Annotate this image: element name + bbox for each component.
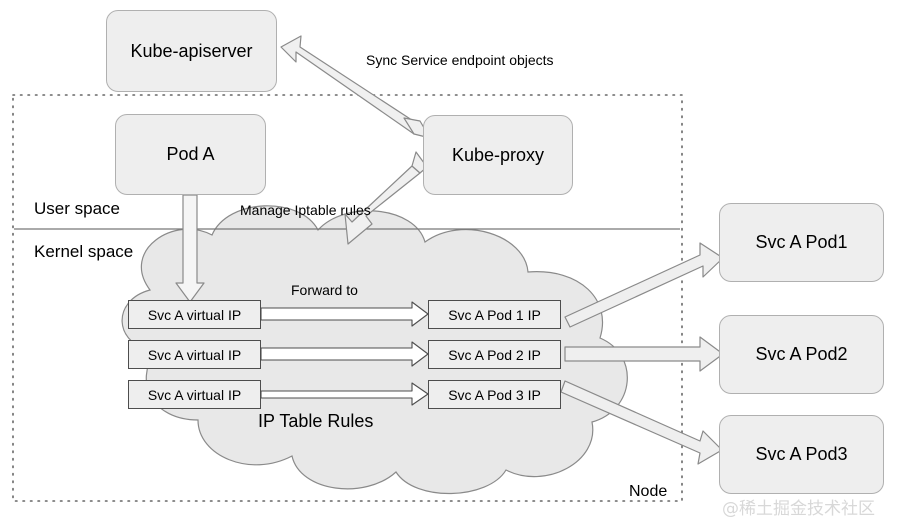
rule-source-1-label: Svc A virtual IP xyxy=(147,306,242,323)
rule-source-2-label: Svc A virtual IP xyxy=(147,346,242,363)
edge-label-forward-to: Forward to xyxy=(291,282,358,298)
node-svc-a-pod3[interactable]: Svc A Pod3 xyxy=(719,415,884,494)
forward-arrow-rule-3 xyxy=(260,382,429,406)
arrow-to-svc-a-pod3 xyxy=(560,380,723,465)
rule-source-3[interactable]: Svc A virtual IP xyxy=(128,380,261,409)
cloud-label-ip-table-rules: IP Table Rules xyxy=(258,411,374,431)
edge-label-manage-iptable: Manage Iptable rules xyxy=(240,202,371,218)
rule-target-2-label: Svc A Pod 2 IP xyxy=(448,346,541,363)
pod-a-to-virtual-ip-arrow xyxy=(175,194,205,303)
forward-arrow-rule-2 xyxy=(260,341,429,367)
zone-label-kernel-space: Kernel space xyxy=(34,242,134,261)
forward-arrow-rule-1 xyxy=(260,301,429,327)
rule-target-2[interactable]: Svc A Pod 2 IP xyxy=(428,340,561,369)
node-kube-apiserver-label: Kube-apiserver xyxy=(130,40,253,61)
node-svc-a-pod2-label: Svc A Pod2 xyxy=(755,344,848,364)
boundary-label-node: Node xyxy=(629,483,668,500)
node-svc-a-pod1[interactable]: Svc A Pod1 xyxy=(719,203,884,282)
edge-label-sync-service: Sync Service endpoint objects xyxy=(366,52,554,68)
node-kube-proxy[interactable]: Kube-proxy xyxy=(423,115,573,195)
rule-source-1[interactable]: Svc A virtual IP xyxy=(128,300,261,329)
rule-target-1[interactable]: Svc A Pod 1 IP xyxy=(428,300,561,329)
arrow-to-svc-a-pod1 xyxy=(564,242,724,328)
node-kube-proxy-label: Kube-proxy xyxy=(451,144,545,165)
node-boundary xyxy=(12,94,683,502)
rule-target-3[interactable]: Svc A Pod 3 IP xyxy=(428,380,561,409)
rule-target-3-label: Svc A Pod 3 IP xyxy=(448,386,541,403)
manage-iptable-arrow xyxy=(344,165,421,245)
node-pod-a-label: Pod A xyxy=(166,144,215,164)
rule-source-2[interactable]: Svc A virtual IP xyxy=(128,340,261,369)
node-pod-a[interactable]: Pod A xyxy=(115,114,266,195)
arrow-to-svc-a-pod2 xyxy=(564,336,724,372)
watermark: @稀土掘金技术社区 xyxy=(722,499,875,519)
zone-label-user-space: User space xyxy=(34,199,120,218)
node-kube-apiserver[interactable]: Kube-apiserver xyxy=(106,10,277,92)
rule-target-1-label: Svc A Pod 1 IP xyxy=(448,306,541,323)
node-svc-a-pod2[interactable]: Svc A Pod2 xyxy=(719,315,884,394)
rule-source-3-label: Svc A virtual IP xyxy=(147,386,242,403)
node-svc-a-pod1-label: Svc A Pod1 xyxy=(755,232,848,252)
node-svc-a-pod3-label: Svc A Pod3 xyxy=(755,444,848,464)
